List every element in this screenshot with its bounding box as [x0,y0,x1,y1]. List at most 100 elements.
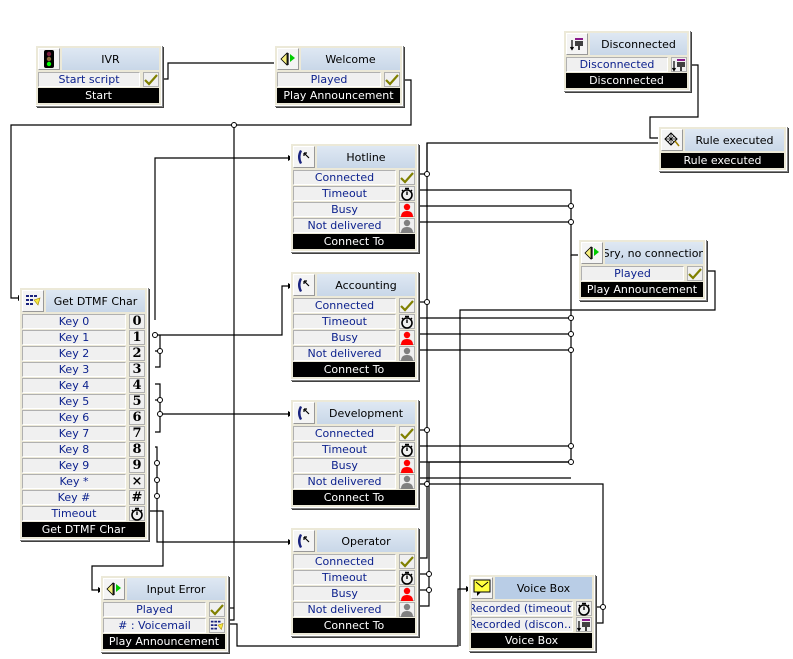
stopwatch-icon[interactable] [399,314,415,329]
node-output-row[interactable]: Start script [38,72,159,87]
output-label[interactable]: Key 7 [22,426,126,441]
key-glyph[interactable]: 0 [129,314,145,329]
node-output-row[interactable]: Timeout [293,442,415,457]
disconnect-icon[interactable] [576,617,592,632]
node-header[interactable]: Disconnected [566,33,687,55]
output-label[interactable]: Key * [22,474,126,489]
key-glyph[interactable]: 9 [129,458,145,473]
node-header[interactable]: Voice Box [471,577,592,599]
check-icon[interactable] [399,554,415,569]
grey-person-icon[interactable] [399,218,415,233]
node-output-row[interactable]: Disconnected [566,57,687,72]
node-header[interactable]: Accounting [293,274,415,296]
output-label[interactable]: Key 2 [22,346,126,361]
stopwatch-icon[interactable] [399,570,415,585]
check-icon[interactable] [399,170,415,185]
node-output-row[interactable]: Connected [293,426,415,441]
output-label[interactable]: Not delivered [293,474,396,489]
node-output-row[interactable]: Not delivered [293,474,415,489]
output-label[interactable]: Timeout [293,442,396,457]
key-glyph[interactable]: # [129,490,145,505]
key-glyph[interactable]: 4 [129,378,145,393]
check-icon[interactable] [143,72,159,87]
output-label[interactable]: Timeout [293,314,396,329]
grey-person-icon[interactable] [399,474,415,489]
key-glyph[interactable]: 7 [129,426,145,441]
output-label[interactable]: Connected [293,554,396,569]
output-label[interactable]: Key 6 [22,410,126,425]
node-output-row[interactable]: Timeout [293,570,415,585]
key-glyph[interactable]: 6 [129,410,145,425]
output-label[interactable]: Recorded (discon… [471,617,573,632]
node-output-row[interactable]: Recorded (discon… [471,617,592,632]
stopwatch-icon[interactable] [129,506,145,521]
output-label[interactable]: Not delivered [293,602,396,617]
output-label[interactable]: Timeout [293,186,396,201]
node-header[interactable]: Get DTMF Char [22,290,145,312]
node-header[interactable]: Sry, no connection [581,242,703,264]
node-output-row[interactable]: Not delivered [293,218,415,233]
node-output-row[interactable]: Played [581,266,703,281]
output-label[interactable]: Busy [293,330,396,345]
busy-person-icon[interactable] [399,202,415,217]
stopwatch-icon[interactable] [399,442,415,457]
node-output-row[interactable]: Connected [293,554,415,569]
key-glyph[interactable]: 2 [129,346,145,361]
output-label[interactable]: Recorded (timeout) [471,601,573,616]
output-label[interactable]: Connected [293,426,396,441]
output-label[interactable]: Played [103,602,206,617]
node-output-row[interactable]: Recorded (timeout) [471,601,592,616]
output-label[interactable]: Busy [293,202,396,217]
node-output-row[interactable]: Connected [293,298,415,313]
output-label[interactable]: Connected [293,298,396,313]
node-output-row[interactable]: Played [103,602,225,617]
node-output-row[interactable]: Busy [293,330,415,345]
stopwatch-icon[interactable] [576,601,592,616]
output-label[interactable]: Timeout [293,570,396,585]
node-output-row[interactable]: Busy [293,586,415,601]
node-output-row[interactable]: Not delivered [293,602,415,617]
check-icon[interactable] [399,426,415,441]
output-label[interactable]: Key 9 [22,458,126,473]
output-label[interactable]: Timeout [22,506,126,521]
output-label[interactable]: Start script [38,72,140,87]
node-header[interactable]: Welcome [277,48,400,70]
output-label[interactable]: Connected [293,170,396,185]
busy-person-icon[interactable] [399,586,415,601]
node-output-row[interactable]: Busy [293,202,415,217]
disconnect-icon[interactable] [671,57,687,72]
output-label[interactable]: Not delivered [293,346,396,361]
output-label[interactable]: Played [581,266,684,281]
output-label[interactable]: Key 0 [22,314,126,329]
node-header[interactable]: Development [293,402,415,424]
keypad-icon[interactable] [209,618,225,633]
output-label[interactable]: Key 8 [22,442,126,457]
output-label[interactable]: Key 3 [22,362,126,377]
node-output-row[interactable]: Timeout [293,186,415,201]
output-label[interactable]: Played [277,72,381,87]
node-header[interactable]: Operator [293,530,415,552]
output-label[interactable]: Busy [293,458,396,473]
node-output-row[interactable]: Key ## [22,490,145,505]
key-glyph[interactable]: 5 [129,394,145,409]
busy-person-icon[interactable] [399,330,415,345]
output-label[interactable]: Key 4 [22,378,126,393]
node-header[interactable]: Hotline [293,146,415,168]
node-header[interactable]: Input Error [103,578,225,600]
output-label[interactable]: Key # [22,490,126,505]
output-label[interactable]: # : Voicemail [103,618,206,633]
